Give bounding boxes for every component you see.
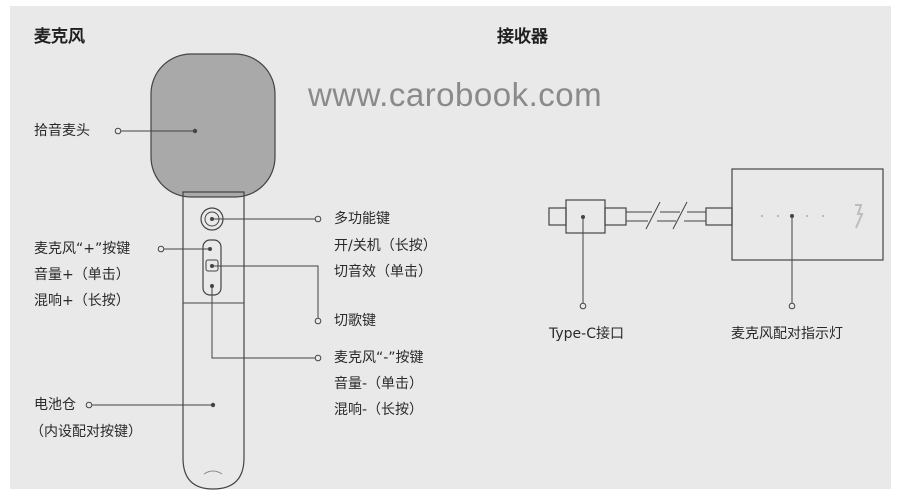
label-battery-pair-key: （内设配对按键）	[30, 424, 142, 440]
typec-plug-body	[565, 199, 606, 234]
label-plus-key: 麦克风“+”按键	[34, 241, 131, 257]
microphone-section-title: 麦克风	[34, 27, 85, 47]
label-multifunction-key: 多功能键	[334, 211, 390, 227]
label-reverb-up: 混响+（长按）	[34, 293, 130, 309]
typec-plug-tip	[548, 207, 567, 226]
label-pickup-head: 拾音麦头	[34, 123, 90, 139]
label-power-onoff: 开/关机（长按）	[334, 238, 437, 254]
label-switch-effect: 切音效（单击）	[334, 264, 432, 280]
receiver-section-title: 接收器	[497, 27, 548, 47]
label-typec-port: Type-C接口	[549, 326, 624, 342]
label-minus-key: 麦克风“-”按键	[334, 350, 424, 366]
label-switch-song: 切歌键	[334, 313, 376, 329]
watermark-text: www.carobook.com	[308, 76, 603, 113]
label-volume-up: 音量+（单击）	[34, 267, 130, 283]
receiver-logo-mark	[855, 204, 864, 229]
label-reverb-down: 混响-（长按）	[334, 402, 424, 418]
label-battery: 电池仓	[34, 397, 76, 413]
label-pair-indicator: 麦克风配对指示灯	[731, 326, 843, 342]
mic-head-shape	[150, 53, 276, 198]
label-volume-down: 音量-（单击）	[334, 376, 424, 392]
receiver-body-shape	[731, 168, 884, 261]
mic-body-shape	[182, 191, 245, 490]
